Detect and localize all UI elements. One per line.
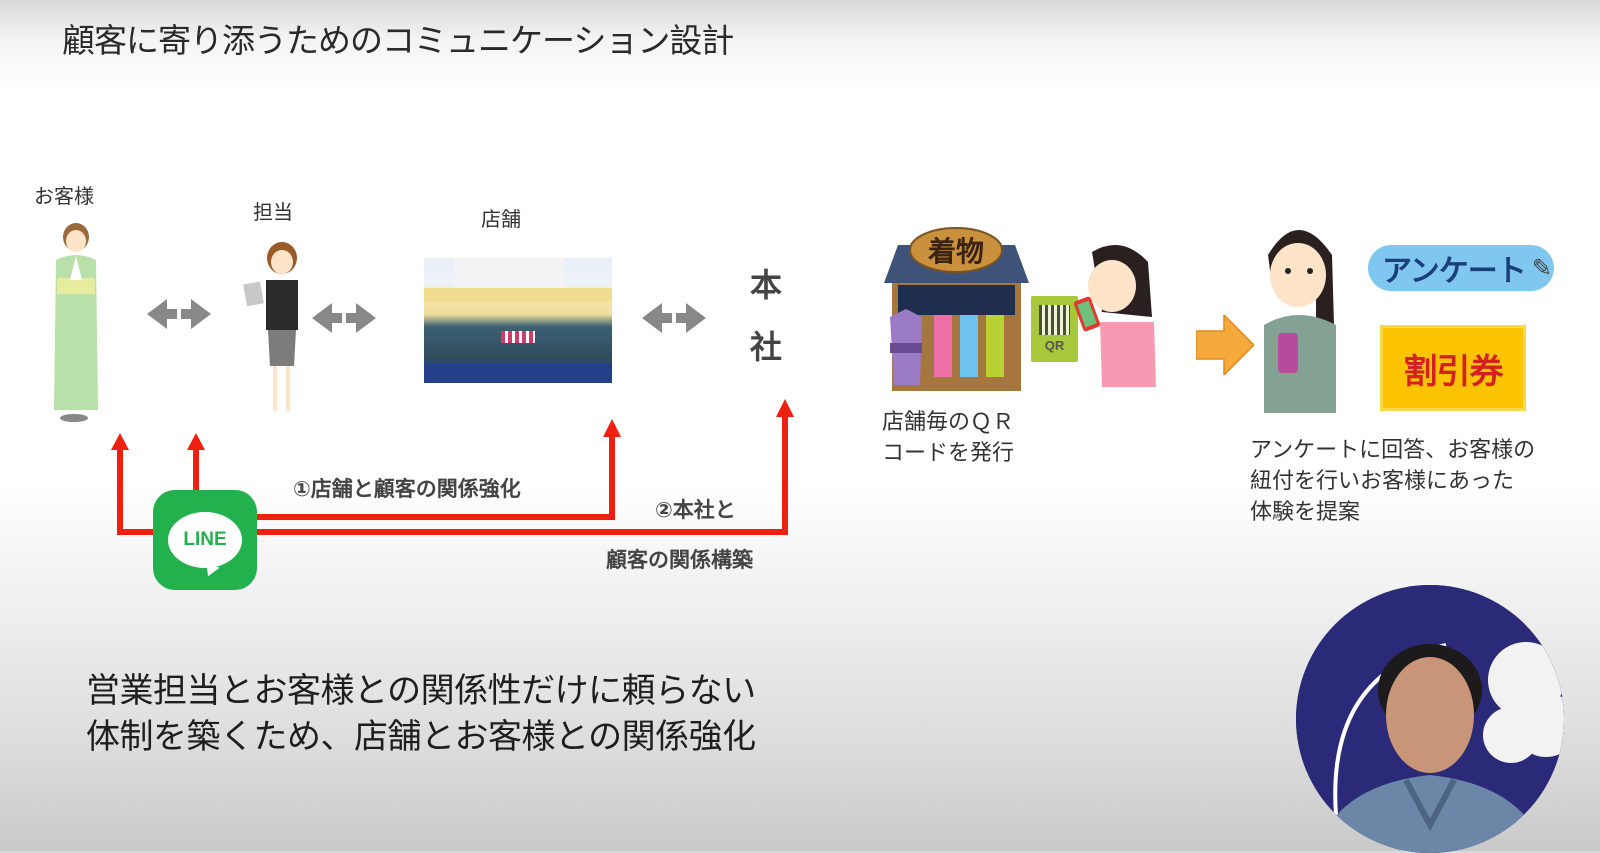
- summary-text: 営業担当とお客様との関係性だけに頼らない 体制を築くため、店舗とお客様との関係強…: [86, 671, 756, 757]
- qr-code-icon: [1039, 305, 1070, 335]
- kimono-woman-illustration: [54, 223, 98, 422]
- headquarters-label: 本 社: [749, 266, 782, 366]
- path1-label: ①店舗と顧客の関係強化: [293, 477, 521, 501]
- svg-text:着物: 着物: [927, 235, 984, 268]
- woman-with-smartphone-illustration: [1264, 230, 1336, 413]
- qr-caption-line2: コードを発行: [882, 441, 1015, 466]
- kimono-shop-illustration: 着物: [884, 227, 1029, 391]
- line-connection-arrows: [111, 399, 794, 535]
- businesswoman-tablet-illustration: [243, 242, 298, 411]
- line-chat-bubble-icon: LINE: [168, 512, 242, 568]
- woman-scanning-qr-illustration: [1073, 244, 1156, 387]
- path2-label-line2: 顧客の関係構築: [606, 548, 753, 572]
- line-app-icon: LINE: [153, 490, 257, 590]
- customer-label: お客様: [34, 184, 94, 208]
- double-arrow-icon: [147, 299, 211, 329]
- slide-title: 顧客に寄り添うためのコミュニケーション設計: [62, 21, 734, 60]
- survey-badge: アンケート ✎: [1368, 245, 1554, 291]
- survey-caption-line2: 紐付を行いお客様にあった: [1250, 469, 1515, 494]
- store-front-photo: [424, 258, 612, 383]
- double-arrow-icon: [312, 303, 376, 333]
- notepad-pen-icon: ✎: [1531, 254, 1552, 282]
- store-label: 店舗: [481, 207, 521, 231]
- presenter-video-icon: [1296, 585, 1564, 853]
- survey-caption-line3: 体験を提案: [1250, 500, 1361, 525]
- right-arrow-icon: [1196, 315, 1254, 375]
- path2-label-line1: ②本社と: [655, 498, 736, 522]
- staff-label: 担当: [253, 200, 293, 224]
- double-arrow-icon: [642, 303, 706, 333]
- qr-code-card: QR: [1031, 296, 1078, 362]
- survey-caption-line1: アンケートに回答、お客様の: [1250, 438, 1536, 463]
- qr-caption-line1: 店舗毎のＱＲ: [882, 410, 1015, 435]
- presenter-webcam-feed: [1296, 585, 1564, 853]
- discount-coupon-badge: 割引券: [1380, 325, 1526, 411]
